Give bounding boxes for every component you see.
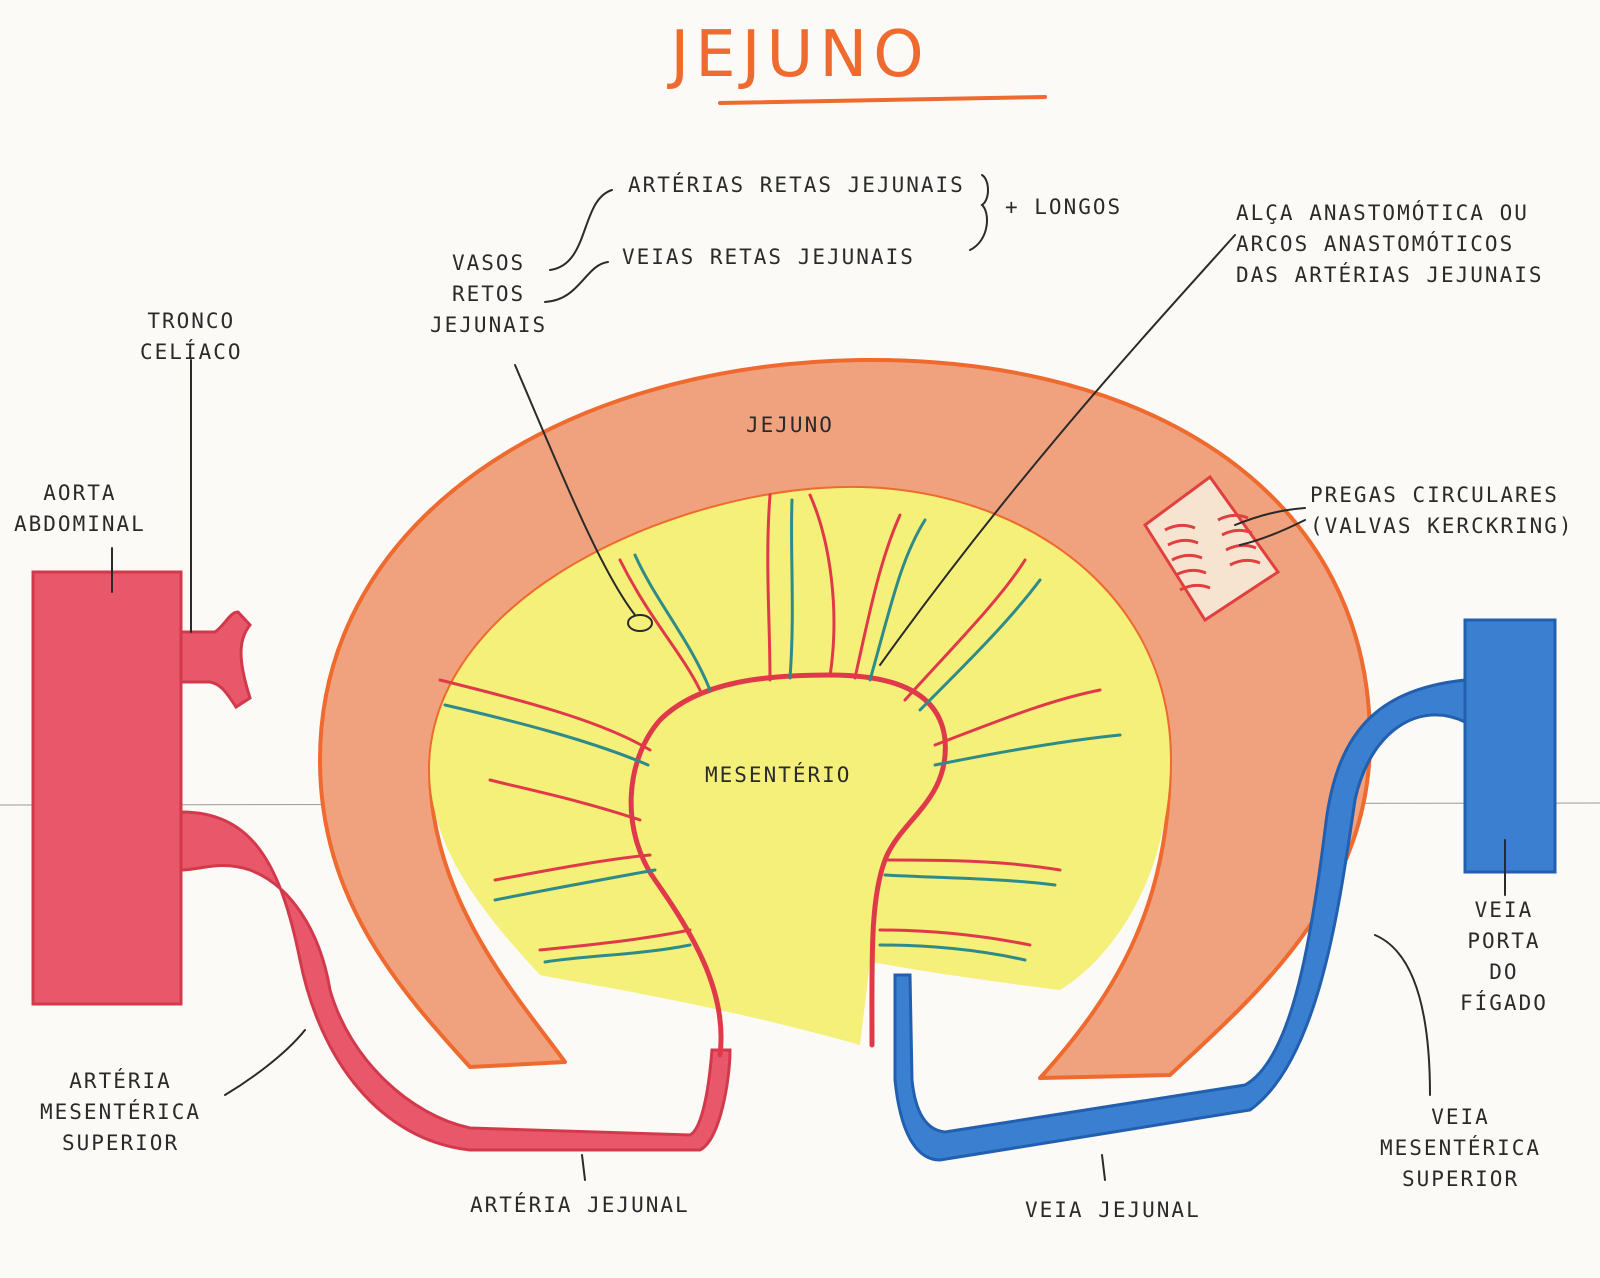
tronco-celiaco-vessel bbox=[179, 610, 252, 710]
veia-porta-do-figado-label: VEIA PORTA DO FÍGADO bbox=[1460, 898, 1548, 1015]
label-pointers bbox=[111, 174, 1506, 1181]
page-title: JEJUNO bbox=[670, 18, 930, 92]
veia-jejunal-label: VEIA JEJUNAL bbox=[1025, 1198, 1201, 1222]
veia-mesenterica-superior-label: VEIA MESENTÉRICA SUPERIOR bbox=[1380, 1105, 1542, 1191]
mais-longos-label: + LONGOS bbox=[1005, 195, 1123, 219]
pregas-circulares-label: PREGAS CIRCULARES (VALVAS KERCKRING) bbox=[1310, 483, 1574, 538]
mesenterio-area bbox=[430, 487, 1170, 1045]
mesenterio-label: MESENTÉRIO bbox=[705, 763, 852, 787]
aorta bbox=[31, 570, 183, 1006]
veia-porta-vessel bbox=[1463, 618, 1557, 874]
aorta-abdominal-label: AORTA ABDOMINAL bbox=[14, 481, 146, 536]
vasos-retos-branches bbox=[438, 493, 1122, 964]
alca-anastomotica-label: ALÇA ANASTOMÓTICA OU ARCOS ANASTOMÓTICOS… bbox=[1236, 201, 1544, 287]
veias-retas-jejunais-label: VEIAS RETAS JEJUNAIS bbox=[622, 245, 915, 269]
veia-mesenterica-superior-vessel bbox=[893, 678, 1467, 1162]
arterias-retas-jejunais-label: ARTÉRIAS RETAS JEJUNAIS bbox=[628, 173, 965, 197]
arteria-mesenterica-superior-vessel bbox=[179, 810, 732, 1152]
vasos-retos-jejunais-label: VASOS RETOS JEJUNAIS bbox=[430, 251, 548, 337]
tronco-celiaco-label: TRONCO CELÍACO bbox=[140, 309, 243, 364]
title-underline bbox=[718, 95, 1047, 105]
arteria-jejunal-label: ARTÉRIA JEJUNAL bbox=[470, 1193, 690, 1217]
pregas-circulares-patch bbox=[1142, 474, 1281, 623]
jejuno-label: JEJUNO bbox=[746, 413, 834, 437]
arteria-mesenterica-superior-label: ARTÉRIA MESENTÉRICA SUPERIOR bbox=[40, 1069, 202, 1155]
